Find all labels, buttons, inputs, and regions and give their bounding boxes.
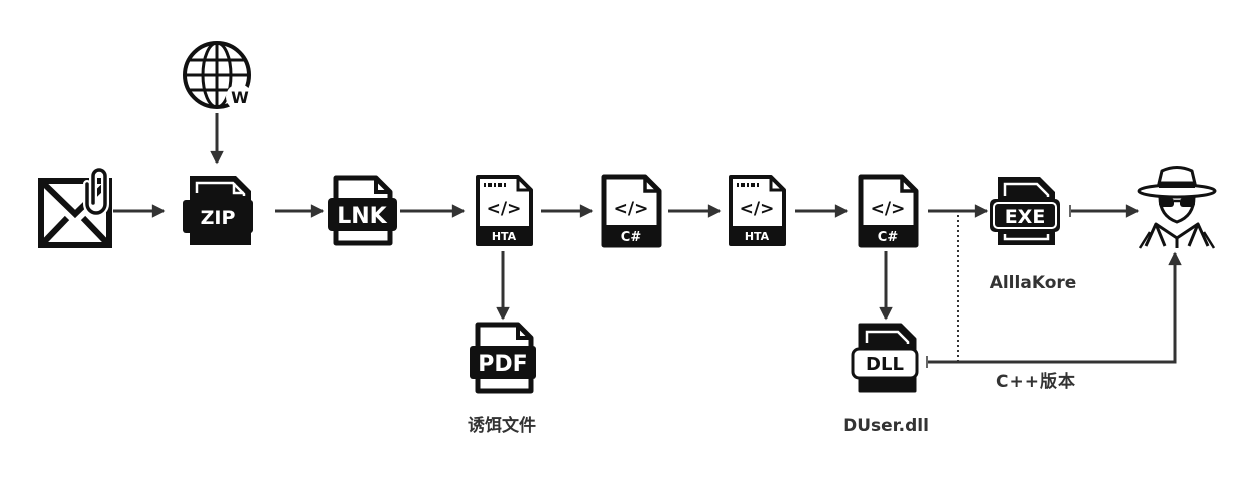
attacker-spy-icon (1137, 166, 1217, 249)
exe-name-caption: AlllaKore (990, 273, 1077, 293)
globe-icon: W (183, 41, 252, 110)
pdf-file-icon: PDF (470, 322, 536, 394)
email-attachment-icon (38, 166, 112, 248)
code-glyph: </> (487, 199, 522, 219)
dll-label: DLL (866, 354, 904, 375)
connectors (113, 113, 1182, 368)
csharp-label: C# (621, 230, 642, 245)
hta-file-icon-second: </> HTA (729, 175, 786, 246)
csharp-file-icon: </> C# (601, 174, 662, 248)
exe-file-icon: EXE (990, 177, 1060, 245)
hta-file-icon: </> HTA (476, 175, 533, 246)
lnk-file-icon: LNK (328, 175, 397, 246)
globe-badge-label: W (231, 88, 249, 107)
pdf-label: PDF (478, 352, 527, 377)
code-glyph: </> (614, 199, 649, 219)
zip-file-icon: ZIP (183, 176, 253, 245)
cpp-version-caption: C++版本 (996, 371, 1076, 392)
arrow-dll-to-attacker (928, 251, 1182, 364)
binary-pattern (484, 183, 506, 187)
code-glyph: </> (740, 199, 775, 219)
exe-label: EXE (1005, 206, 1046, 228)
csharp-label: C# (878, 230, 899, 245)
hta-label: HTA (745, 230, 770, 243)
zip-label: ZIP (201, 207, 236, 229)
dll-file-caption: DUser.dll (843, 416, 929, 436)
lnk-label: LNK (337, 204, 387, 229)
decoy-file-caption: 诱饵文件 (468, 415, 536, 436)
dll-file-icon: DLL (851, 323, 919, 393)
csharp-file-icon-second: </> C# (858, 174, 919, 248)
hta-label: HTA (492, 230, 517, 243)
code-glyph: </> (871, 199, 906, 219)
paperclip-icon (83, 166, 109, 217)
binary-pattern (737, 183, 759, 187)
dotted-link-dll-to-exe (928, 213, 959, 363)
